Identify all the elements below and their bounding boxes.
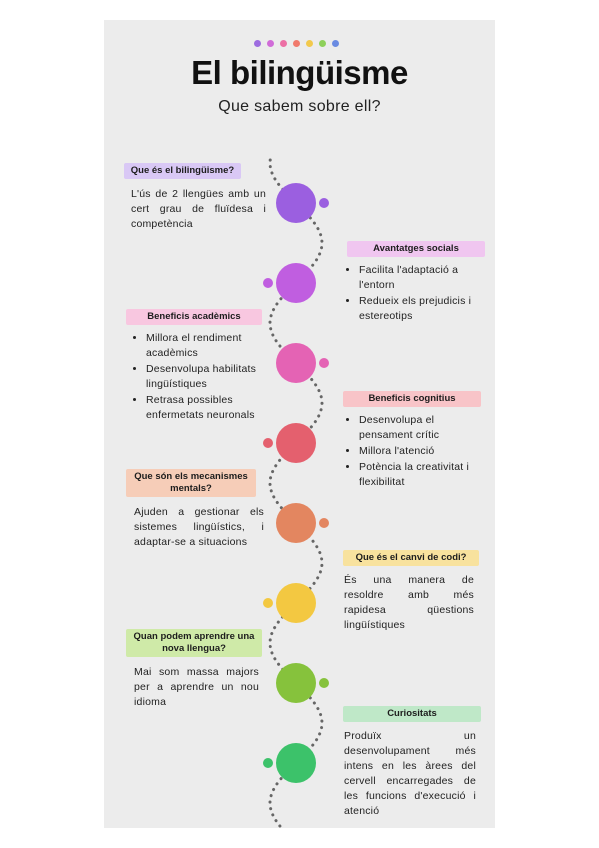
section-body: És una manera de resoldre amb més rapide… (344, 573, 474, 633)
bullet-item: Facilita l'adaptació a l'entorn (359, 263, 485, 293)
timeline-circle (276, 423, 316, 463)
section-text: L'ús de 2 llengües amb un cert grau de f… (131, 188, 266, 230)
bullet-list: Facilita l'adaptació a l'entornRedueix e… (347, 263, 485, 324)
section-heading: Beneficis cognitius (343, 391, 481, 407)
decorative-dot (306, 40, 313, 47)
section-heading: Que són els mecanismes mentals? (126, 469, 256, 497)
section-body: Produïx un desenvolupament més intens en… (344, 729, 476, 819)
section-body: L'ús de 2 llengües amb un cert grau de f… (131, 187, 266, 232)
decorative-dots-row (254, 40, 354, 48)
section-body: Mai som massa majors per a aprendre un n… (134, 665, 259, 710)
timeline-circle (276, 663, 316, 703)
section-heading: Avantatges socials (347, 241, 485, 257)
timeline-node-dot (319, 678, 329, 688)
timeline-circle (276, 183, 316, 223)
bullet-item: Redueix els prejudicis i estereotips (359, 294, 485, 324)
timeline-circle (276, 343, 316, 383)
infographic-poster: El bilingüisme Que sabem sobre ell? Que … (104, 20, 495, 828)
page-title: El bilingüisme (191, 54, 408, 91)
timeline-circle (276, 583, 316, 623)
bullet-item: Desenvolupa habilitats lingüístiques (146, 362, 274, 392)
decorative-dot (280, 40, 287, 47)
timeline-wave-line (268, 158, 324, 828)
decorative-dot (267, 40, 274, 47)
section-body: Desenvolupa el pensament críticMillora l… (347, 413, 485, 491)
bullet-item: Millora l'atenció (359, 444, 485, 459)
timeline-node-dot (263, 438, 273, 448)
decorative-dot (332, 40, 339, 47)
section-body: Millora el rendiment acadèmicsDesenvolup… (134, 331, 274, 424)
section-text: Produïx un desenvolupament més intens en… (344, 730, 476, 817)
decorative-dot (293, 40, 300, 47)
timeline-circle (276, 263, 316, 303)
section-heading: Curiositats (343, 706, 481, 722)
timeline-node-dot (319, 358, 329, 368)
bullet-list: Millora el rendiment acadèmicsDesenvolup… (134, 331, 274, 423)
bullet-item: Millora el rendiment acadèmics (146, 331, 274, 361)
section-body: Facilita l'adaptació a l'entornRedueix e… (347, 263, 485, 325)
section-text: Mai som massa majors per a aprendre un n… (134, 666, 259, 708)
section-heading: Que és el bilingüisme? (124, 163, 241, 179)
bullet-item: Desenvolupa el pensament crític (359, 413, 485, 443)
section-text: Ajuden a gestionar els sistemes lingüíst… (134, 506, 264, 548)
section-body: Ajuden a gestionar els sistemes lingüíst… (134, 505, 264, 550)
section-heading: Quan podem aprendre una nova llengua? (126, 629, 262, 657)
timeline-circle (276, 503, 316, 543)
timeline-path (263, 158, 329, 828)
timeline-circle (276, 743, 316, 783)
decorative-dot (319, 40, 326, 47)
timeline-node-dot (263, 758, 273, 768)
section-text: És una manera de resoldre amb més rapide… (344, 574, 474, 631)
timeline-node-dot (263, 278, 273, 288)
timeline-node-dot (319, 518, 329, 528)
bullet-item: Potència la creativitat i flexibilitat (359, 460, 485, 490)
section-heading: Beneficis acadèmics (126, 309, 262, 325)
bullet-item: Retrasa possibles enfermetats neuronals (146, 393, 274, 423)
section-heading: Que és el canvi de codi? (343, 550, 479, 566)
decorative-dot (254, 40, 261, 47)
bullet-list: Desenvolupa el pensament críticMillora l… (347, 413, 485, 490)
page-subtitle: Que sabem sobre ell? (218, 98, 381, 115)
timeline-node-dot (263, 598, 273, 608)
timeline-node-dot (319, 198, 329, 208)
